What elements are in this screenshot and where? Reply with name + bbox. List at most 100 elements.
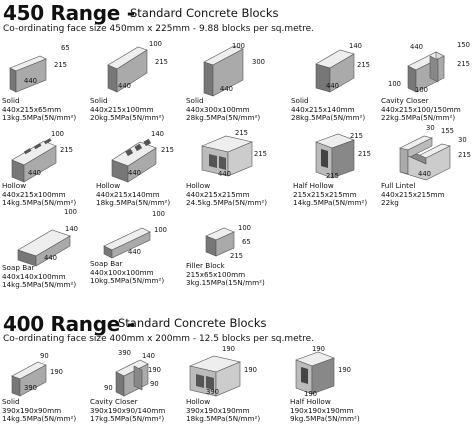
range-400-subtitle: Standard Concrete Blocks [118,316,267,330]
dim-label: 440 [326,82,339,90]
block-size: 390x190x190mm [186,405,250,415]
block-half-hollow-450-drawing [315,133,355,179]
block-weight: 22kg.5MPa(5N/mm²) [381,113,456,123]
range-450-subtitle: Standard Concrete Blocks [130,6,279,20]
dim-label: 440 [24,77,37,85]
range-450-title: 450 Range - [3,1,135,25]
block-spec: Half Hollow 215x215x215mm 14kg.5MPa(5N/m… [293,181,368,208]
block-filler-drawing [205,227,235,257]
dim-label: 390 [24,384,37,392]
block-weight: 24.5kg.5MPa(5N/mm²) [186,198,268,208]
dim-label: 440 [218,170,231,178]
block-name: Solid [90,96,108,105]
block-size: 215x65x100mm [186,269,246,279]
block-name: Hollow [2,181,27,190]
dim-label: 390 [118,349,131,357]
block-size: 440x215x140mm [96,189,160,199]
dim-label: 140 [65,225,78,233]
dim-label: 215 [357,61,370,69]
block-size: 440x215x215mm [381,189,445,199]
dim-label: 30 [426,124,435,132]
block-hollow-100-drawing [11,138,57,183]
dim-label: 100 [64,208,77,216]
block-size: 440x215x65mm [2,104,62,114]
block-spec: Filler Block 215x65x100mm 3kg.15MPa(15N/… [186,261,265,288]
dim-label: 215 [458,151,471,159]
block-spec: Soap Bar 440x100x100mm 10kg.5MPa(5N/mm²) [90,259,165,286]
range-400-coordinating-text: Co-ordinating face size 400mm x 200mm - … [3,334,315,344]
block-size: 190x190x190mm [290,405,354,415]
block-weight: 18kg.5MPa(5N/mm²) [96,198,171,208]
block-name: Cavity Closer [90,397,138,406]
block-size: 440x140x100mm [2,271,66,281]
dim-label: 100 [152,210,165,218]
block-400-solid-drawing [11,361,47,397]
block-size: 440x215x100mm [90,104,154,114]
dim-label: 440 [128,169,141,177]
block-weight: 3kg.15MPa(15N/mm²) [186,278,265,288]
dim-label: 215 [358,150,371,158]
dim-label: 65 [242,238,251,246]
dim-label: 215 [350,132,363,140]
dim-label: 140 [142,352,155,360]
block-solid-100-drawing [107,46,148,93]
dim-label: 30 [458,136,467,144]
block-weight: 20kg.5MPa(5N/mm²) [90,113,165,123]
dim-label: 190 [148,366,161,374]
block-solid-300-drawing [203,45,244,97]
block-size: 440x215x140mm [291,104,355,114]
dim-label: 190 [50,368,63,376]
block-weight: 18kg.5MPa(5N/mm²) [186,414,261,424]
block-name: Half Hollow [293,181,334,190]
block-name: Half Hollow [290,397,331,406]
block-size: 440x215x100mm [2,189,66,199]
block-weight: 14kg.5MPa(5N/mm²) [293,198,368,208]
block-weight: 28kg.5MPa(5N/mm²) [291,113,366,123]
block-spec: Half Hollow 190x190x190mm 9kg.5MPa(5N/mm… [290,397,360,424]
block-spec: Solid 440x215x140mm 28kg.5MPa(5N/mm²) [291,96,366,123]
block-name: Hollow [186,397,211,406]
dim-label: 215 [54,61,67,69]
block-spec: Soap Bar 440x140x100mm 14kg.5MPa(5N/mm²) [2,263,76,290]
dim-label: 190 [304,390,317,398]
block-weight: 28kg.5MPa(5N/mm²) [186,113,261,123]
dim-label: 300 [252,58,265,66]
block-400-cavity-closer-drawing [115,359,149,397]
block-name: Soap Bar [2,263,35,272]
block-weight: 17kg.5MPa(5N/mm²) [90,414,165,424]
block-size: 440x215x215mm [186,189,250,199]
block-size: 440x215x100/150mm [381,104,461,114]
block-hollow-140-drawing [111,138,157,183]
dim-label: 90 [150,380,159,388]
block-name: Full Lintel [381,181,416,190]
dim-label: 100 [232,42,245,50]
range-450-coordinating-text: Co-ordinating face size 450mm x 225mm - … [3,24,315,34]
block-name: Hollow [96,181,121,190]
dim-label: 90 [104,384,113,392]
block-weight: 9kg.5MPa(5N/mm²) [290,414,360,424]
dim-label: 140 [349,42,362,50]
dim-label: 440 [28,169,41,177]
block-spec: Hollow 440x215x100mm 14kg.5MPa(5N/mm²) [2,181,76,208]
dim-label: 150 [457,41,470,49]
block-spec: Solid 440x215x65mm 13kg.5MPa(5N/mm²) [2,96,76,123]
block-spec: Hollow 440x215x215mm 24.5kg.5MPa(5N/mm²) [186,181,268,208]
dim-label: 100 [51,130,64,138]
dim-label: 440 [128,248,141,256]
block-spec: Solid 390x190x90mm 14kg.5MPa(5N/mm²) [2,397,76,424]
block-weight: 10kg.5MPa(5N/mm²) [90,276,165,286]
dim-label: 190 [222,345,235,353]
dim-label: 190 [244,366,257,374]
block-solid-65-drawing [9,55,47,93]
dim-label: 190 [338,366,351,374]
block-name: Solid [2,397,20,406]
block-spec: Cavity Closer 390x190x90/140mm 17kg.5MPa… [90,397,165,424]
dim-label: 190 [312,345,325,353]
dim-label: 215 [60,146,73,154]
block-spec: Solid 440x300x100mm 28kg.5MPa(5N/mm²) [186,96,261,123]
dim-label: 440 [220,85,233,93]
dim-label: 100 [149,40,162,48]
block-size: 440x100x100mm [90,267,154,277]
block-weight: 22kg [381,198,399,208]
dim-label: 215 [235,129,248,137]
